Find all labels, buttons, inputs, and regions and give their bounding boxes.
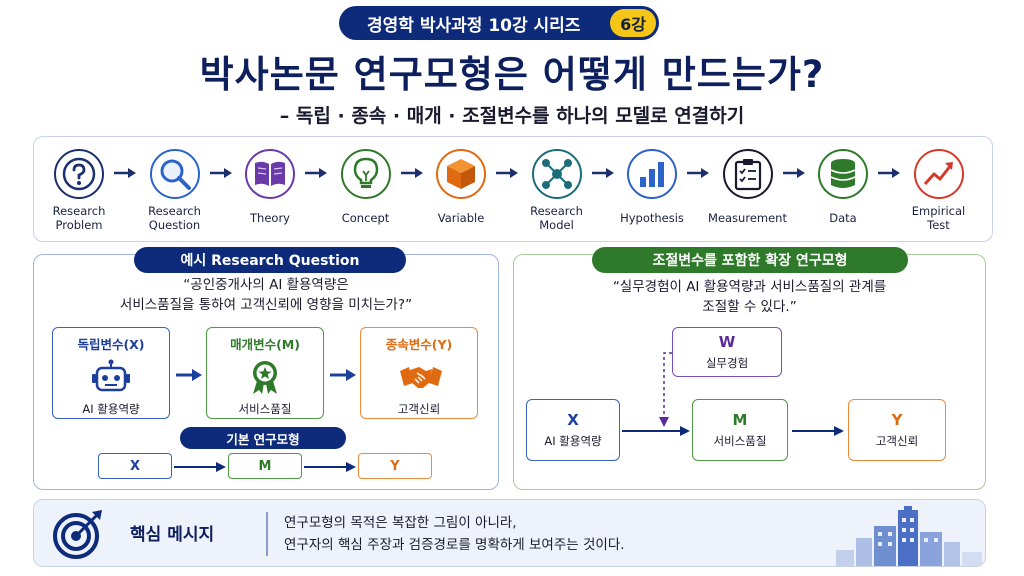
process-arrow xyxy=(782,165,809,181)
series-badge: 경영학 박사과정 10강 시리즈 6강 xyxy=(339,6,659,40)
basic-model-x: X xyxy=(98,453,172,479)
extended-y-label: 고객신뢰 xyxy=(875,434,919,448)
example-panel: 예시 Research Question “공인중개사의 AI 활용역량은 서비… xyxy=(33,247,499,490)
extended-y-box: Y 고객신뢰 xyxy=(848,399,946,461)
robot-icon xyxy=(91,359,131,395)
process-step: Measurement xyxy=(703,149,793,233)
bar-chart-icon xyxy=(627,149,677,199)
key-message-divider xyxy=(266,512,268,556)
key-message-label: 핵심 메시지 xyxy=(130,525,215,545)
process-step-label: Concept xyxy=(341,211,390,225)
extended-m-label: 서비스품질 xyxy=(713,434,767,448)
extended-arrow-x-to-m xyxy=(622,423,690,442)
series-label: 경영학 박사과정 10강 시리즈 xyxy=(367,15,581,36)
extended-x-box: X AI 활용역량 xyxy=(526,399,620,461)
key-message-box: 핵심 메시지 연구모형의 목적은 복잡한 그림이 아니라, 연구자의 핵심 주장… xyxy=(33,499,986,567)
process-step-label: Variable xyxy=(437,211,485,225)
process-step: Variable xyxy=(416,149,506,233)
extended-model-panel: 조절변수를 포함한 확장 연구모형 “실무경험이 AI 활용역량과 서비스품질의… xyxy=(513,247,986,490)
process-step: Research Question xyxy=(130,149,220,233)
example-question-line2: 서비스품질을 통하여 고객신뢰에 영향을 미치는가?” xyxy=(119,297,413,313)
extended-question-line1: “실무경험이 AI 활용역량과 서비스품질의 관계를 xyxy=(612,279,887,295)
database-icon xyxy=(818,149,868,199)
target-arrow-icon xyxy=(52,508,108,564)
process-arrow xyxy=(591,165,618,181)
extended-question-line2: 조절할 수 있다.” xyxy=(702,299,797,315)
moderator-label: 실무경험 xyxy=(705,356,749,370)
city-skyline-icon xyxy=(834,506,984,566)
process-step-label: Data xyxy=(829,211,857,225)
moderator-letter: W xyxy=(718,333,736,351)
arrow-m-to-y xyxy=(330,367,356,386)
extended-model-title: 조절변수를 포함한 확장 연구모형 xyxy=(592,247,908,273)
example-question-line1: “공인중개사의 AI 활용역량은 xyxy=(183,277,349,293)
network-icon xyxy=(531,149,582,199)
cube-icon xyxy=(436,149,486,199)
moderation-arrow xyxy=(654,351,678,435)
process-arrow xyxy=(878,165,904,181)
lightbulb-icon xyxy=(340,149,391,199)
magnifier-icon xyxy=(149,149,200,199)
dependent-variable-box: 종속변수(Y) 고객신뢰 xyxy=(360,327,478,419)
extended-x-letter: X xyxy=(567,411,579,429)
dependent-variable-label: 고객신뢰 xyxy=(397,402,441,416)
process-step: Data xyxy=(798,149,888,233)
process-arrow xyxy=(400,165,427,181)
clipboard-icon xyxy=(722,149,773,199)
mediator-variable-box: 매개변수(M) 서비스품질 xyxy=(206,327,324,419)
process-arrow xyxy=(496,165,522,181)
page-subtitle: – 독립 · 종속 · 매개 · 조절변수를 하나의 모델로 연결하기 xyxy=(279,105,745,127)
moderator-box: W 실무경험 xyxy=(672,327,782,377)
process-step: Hypothesis xyxy=(607,149,697,233)
process-step: Research Model xyxy=(512,149,602,233)
mediator-variable-label: 서비스품질 xyxy=(238,402,292,416)
dependent-variable-title: 종속변수(Y) xyxy=(385,337,453,352)
key-message-line2: 연구자의 핵심 주장과 검증경로를 명확하게 보여주는 것이다. xyxy=(284,537,625,553)
process-arrow xyxy=(305,165,331,181)
process-step: Empirical Test xyxy=(894,149,984,233)
extended-m-letter: M xyxy=(732,411,748,429)
process-step-label: Hypothesis xyxy=(620,211,684,225)
basic-model-y: Y xyxy=(358,453,432,479)
process-step-label: Research Problem xyxy=(52,204,106,232)
basic-model-m: M xyxy=(228,453,302,479)
process-step-label: Research Question xyxy=(148,204,201,232)
process-step-label: Theory xyxy=(250,211,290,225)
open-book-icon xyxy=(245,149,295,199)
arrow-x-to-m xyxy=(176,367,202,386)
independent-variable-box: 독립변수(X) AI 활용역량 xyxy=(52,327,170,419)
page-title: 박사논문 연구모형은 어떻게 만드는가? xyxy=(199,53,825,96)
process-arrow xyxy=(687,165,713,181)
trend-up-icon xyxy=(913,149,964,199)
mediator-variable-title: 매개변수(M) xyxy=(230,337,300,352)
basic-model-title: 기본 연구모형 xyxy=(180,427,346,449)
basic-arrow-x-to-m xyxy=(174,459,226,478)
process-arrow xyxy=(209,165,236,181)
process-step: Concept xyxy=(321,149,411,233)
process-arrow xyxy=(114,165,140,181)
process-step-label: Research Model xyxy=(530,204,583,232)
question-mark-icon xyxy=(54,149,104,199)
independent-variable-label: AI 활용역량 xyxy=(82,402,140,416)
extended-arrow-m-to-y xyxy=(792,423,844,442)
extended-m-box: M 서비스품질 xyxy=(692,399,788,461)
process-step-label: Measurement xyxy=(708,211,787,225)
handshake-icon xyxy=(399,359,442,395)
basic-arrow-m-to-y xyxy=(304,459,356,478)
process-step-label: Empirical Test xyxy=(911,204,966,232)
example-panel-title: 예시 Research Question xyxy=(134,247,406,273)
process-step: Theory xyxy=(225,149,315,233)
key-message-line1: 연구모형의 목적은 복잡한 그림이 아니라, xyxy=(284,515,517,531)
extended-y-letter: Y xyxy=(891,411,903,429)
extended-x-label: AI 활용역량 xyxy=(544,434,602,448)
independent-variable-title: 독립변수(X) xyxy=(77,337,145,352)
episode-badge: 6강 xyxy=(610,9,656,37)
research-process-flow: Research Problem Research Question Theory C… xyxy=(33,136,993,242)
process-step: Research Problem xyxy=(34,149,124,233)
award-medal-icon xyxy=(245,359,285,395)
key-message-text: 연구모형의 목적은 복잡한 그림이 아니라, 연구자의 핵심 주장과 검증경로를… xyxy=(284,512,625,556)
